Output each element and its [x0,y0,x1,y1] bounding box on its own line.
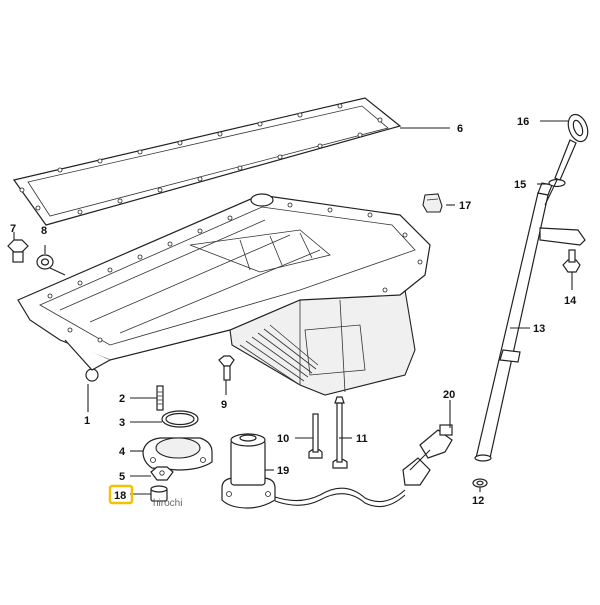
callout-7: 7 [10,223,16,235]
washer-part-8 [36,254,54,270]
leader-lines [13,120,573,495]
callout-12: 12 [472,495,484,507]
callout-13: 13 [533,323,545,335]
guide-tube-part-13 [474,182,586,462]
oil-sensor-part-19 [221,433,406,509]
clip-part-17 [422,193,443,213]
callout-1: 1 [84,415,90,427]
dipstick-part-16 [544,113,589,206]
callout-labels: 6 7 8 1 2 3 4 5 9 10 11 19 17 20 13 14 1… [10,116,577,507]
callout-6: 6 [457,123,463,135]
gasket-part-6 [12,97,402,226]
callout-4: 4 [119,446,126,458]
callout-18-highlight [108,484,134,505]
callout-10: 10 [277,433,289,445]
bolt-part-11 [332,396,348,469]
nut-part-18 [150,485,168,502]
callout-8: 8 [41,225,47,237]
bolt-part-10 [308,413,323,459]
callout-20: 20 [443,389,455,401]
callout-17: 17 [459,200,471,212]
callout-18: 18 [114,490,126,502]
callout-5: 5 [119,471,125,483]
oil-pan-part-1 [17,193,431,396]
callout-19: 19 [277,465,289,477]
watermark-text: hirochi [153,498,182,509]
stud-part-2 [156,385,164,411]
callout-15: 15 [514,179,526,191]
callout-14: 14 [564,295,577,307]
washer-part-12 [472,478,488,488]
callout-11: 11 [356,433,368,445]
callout-16: 16 [517,116,529,128]
connector-part-20 [402,424,453,486]
nut-part-5 [150,466,174,481]
callout-9: 9 [221,399,227,411]
drain-plug-part-7 [7,239,29,263]
callout-2: 2 [119,393,125,405]
o-ring-part-3 [161,410,199,428]
callout-3: 3 [119,417,125,429]
bolt-part-14 [562,249,581,273]
cover-part-4 [142,437,213,471]
bolt-part-9 [218,355,235,381]
o-ring-part-15 [548,178,566,188]
